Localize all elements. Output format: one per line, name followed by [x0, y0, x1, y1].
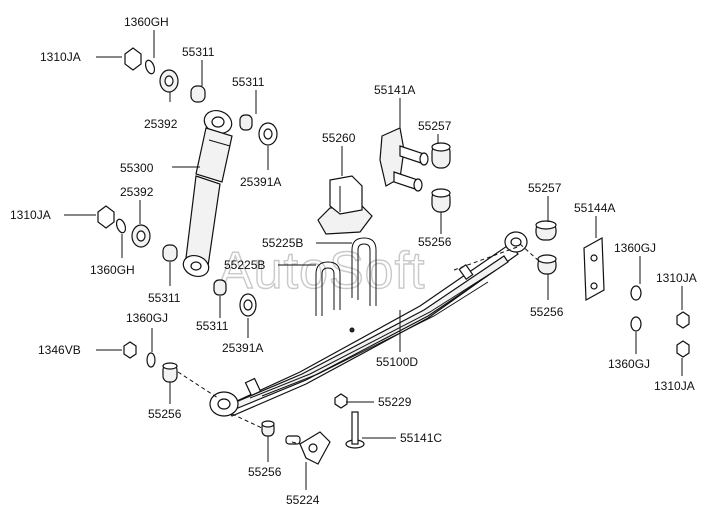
- label-55260: 55260: [322, 131, 356, 145]
- label-55141c: 55141C: [400, 431, 442, 445]
- part-labels: 1360GH 1310JA 55311 55311 25392 55300 25…: [10, 15, 697, 507]
- label-1310ja-mid: 1310JA: [10, 208, 51, 222]
- label-55300: 55300: [120, 161, 154, 175]
- u-bolts-55225b: [315, 237, 377, 316]
- assembly-dashed-lines: [177, 243, 541, 445]
- label-1310ja-r2: 1310JA: [654, 379, 695, 393]
- bolt-55141c: [334, 393, 365, 449]
- label-55224: 55224: [286, 493, 320, 507]
- label-55311-d: 55311: [196, 319, 229, 333]
- upper-mount-hardware: [124, 47, 278, 146]
- leader-lines: [64, 30, 683, 490]
- right-hardware: [630, 285, 690, 358]
- label-25392-mid: 25392: [120, 185, 154, 199]
- label-55229: 55229: [378, 395, 412, 409]
- label-55256-a: 55256: [418, 235, 452, 249]
- label-1310ja-top: 1310JA: [40, 50, 81, 64]
- label-1360gj-r2: 1360GJ: [608, 357, 650, 371]
- label-25391a-bot: 25391A: [222, 341, 263, 355]
- bumper-55260: [317, 175, 373, 235]
- label-55100d: 55100D: [376, 355, 418, 369]
- label-1346vb: 1346VB: [38, 343, 81, 357]
- label-55256-d: 55256: [248, 465, 282, 479]
- label-1360gh-mid: 1360GH: [90, 263, 135, 277]
- watermark-text: AutoSoft: [218, 242, 425, 300]
- leaf-spring-55100d: [209, 231, 528, 417]
- label-55225b-b: 55225B: [224, 258, 265, 272]
- bracket-55141a: [379, 127, 451, 213]
- label-55257-b: 55257: [528, 181, 562, 195]
- label-1310ja-r1: 1310JA: [656, 271, 697, 285]
- shackle-55144a: [535, 220, 605, 301]
- label-55311-b: 55311: [232, 75, 265, 89]
- label-1360gj-l: 1360GJ: [126, 311, 168, 325]
- label-25391a-top: 25391A: [240, 175, 281, 189]
- lower-left-hardware: [123, 341, 275, 437]
- label-55144a: 55144A: [574, 201, 615, 215]
- label-55225b-a: 55225B: [262, 236, 303, 250]
- label-55256-b: 55256: [530, 305, 564, 319]
- shock-absorber: [182, 110, 233, 277]
- label-55257-a: 55257: [418, 119, 452, 133]
- label-1360gh-top: 1360GH: [124, 15, 169, 29]
- label-55311-c: 55311: [148, 291, 181, 305]
- label-55256-c: 55256: [148, 407, 182, 421]
- label-55141a: 55141A: [374, 83, 415, 97]
- label-1360gj-r: 1360GJ: [614, 241, 656, 255]
- plate-55224: [285, 431, 331, 465]
- label-25392-top: 25392: [144, 117, 178, 131]
- lower-mount-hardware: [97, 205, 257, 317]
- label-55311-a: 55311: [182, 45, 215, 59]
